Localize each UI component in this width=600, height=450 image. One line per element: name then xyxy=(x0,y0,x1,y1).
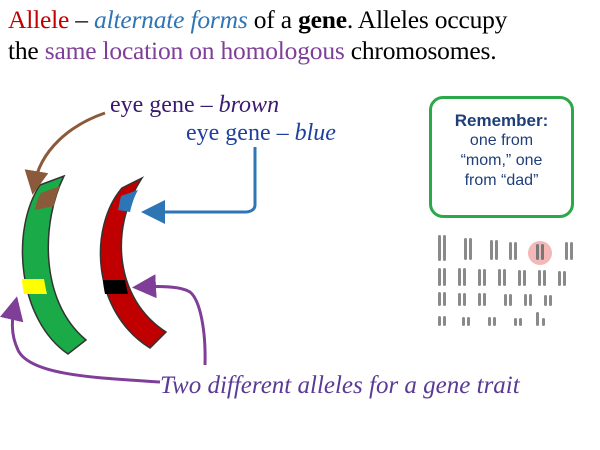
red-chromosome xyxy=(100,178,166,348)
blue-arrow xyxy=(150,147,255,212)
karyotype-highlight xyxy=(528,241,552,265)
yellow-band xyxy=(22,279,47,294)
black-band xyxy=(103,280,128,294)
karyotype-image xyxy=(432,232,582,332)
brown-arrow xyxy=(34,113,105,186)
caption: Two different alleles for a gene trait xyxy=(160,372,520,400)
